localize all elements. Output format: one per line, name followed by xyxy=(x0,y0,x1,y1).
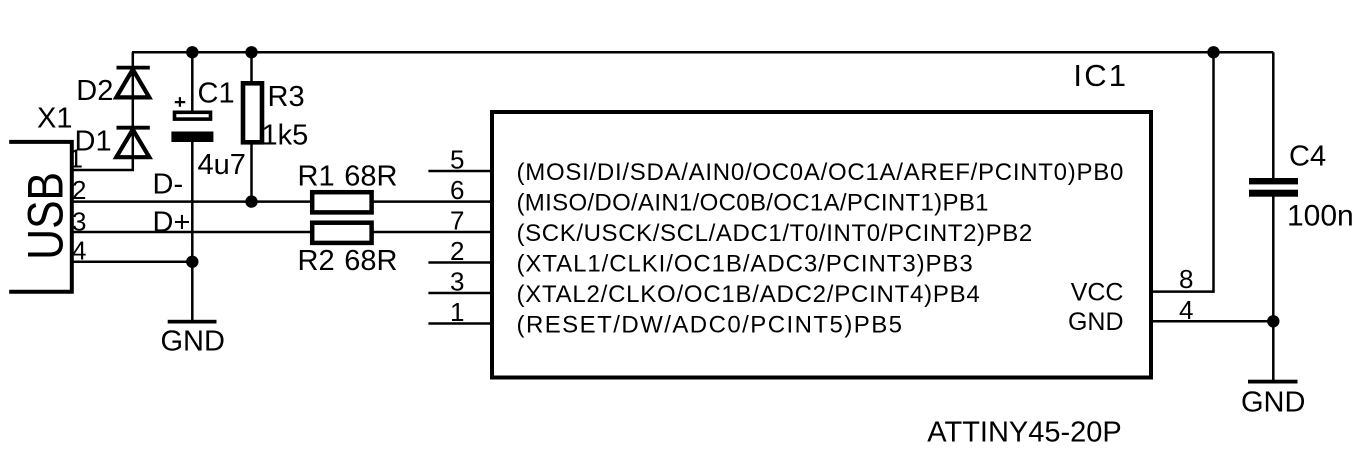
svg-text:C1: C1 xyxy=(198,77,235,109)
svg-text:4: 4 xyxy=(1179,295,1193,325)
svg-text:(XTAL1/CLKI/OC1B/ADC3/PCINT3)P: (XTAL1/CLKI/OC1B/ADC3/PCINT3)PB3 xyxy=(517,250,974,277)
svg-text:ATTINY45-20P: ATTINY45-20P xyxy=(927,417,1121,449)
svg-text:(MISO/DO/AIN1/OC0B/OC1A/PCINT1: (MISO/DO/AIN1/OC0B/OC1A/PCINT1)PB1 xyxy=(517,189,989,216)
svg-text:VCC: VCC xyxy=(1071,278,1124,306)
svg-text:GND: GND xyxy=(1241,387,1305,419)
svg-text:D1: D1 xyxy=(75,126,112,158)
svg-text:7: 7 xyxy=(450,205,464,235)
svg-text:6: 6 xyxy=(450,175,464,205)
svg-text:R3: R3 xyxy=(268,81,305,113)
svg-text:8: 8 xyxy=(1179,264,1193,294)
svg-text:D-: D- xyxy=(153,169,184,201)
svg-text:D+: D+ xyxy=(153,207,191,239)
svg-text:C4: C4 xyxy=(1289,141,1326,173)
svg-text:2: 2 xyxy=(72,175,86,205)
svg-text:(XTAL2/CLKO/OC1B/ADC2/PCINT4)P: (XTAL2/CLKO/OC1B/ADC2/PCINT4)PB4 xyxy=(517,281,981,308)
svg-text:USB: USB xyxy=(17,172,73,260)
svg-text:X1: X1 xyxy=(37,103,72,135)
svg-text:1: 1 xyxy=(69,144,83,174)
svg-text:(SCK/USCK/SCL/ADC1/T0/INT0/PCI: (SCK/USCK/SCL/ADC1/T0/INT0/PCINT2)PB2 xyxy=(517,220,1033,247)
svg-text:D2: D2 xyxy=(76,75,113,107)
svg-text:GND: GND xyxy=(161,326,225,358)
svg-text:1k5: 1k5 xyxy=(262,120,309,152)
svg-text:68R: 68R xyxy=(344,160,397,192)
svg-text:4u7: 4u7 xyxy=(198,149,246,181)
svg-text:2: 2 xyxy=(450,236,464,266)
svg-text:5: 5 xyxy=(450,144,464,174)
svg-text:3: 3 xyxy=(450,266,464,296)
svg-text:1: 1 xyxy=(450,297,464,327)
svg-text:R1: R1 xyxy=(298,160,335,192)
svg-text:68R: 68R xyxy=(344,245,397,277)
svg-text:100n: 100n xyxy=(1287,199,1354,232)
svg-text:(MOSI/DI/SDA/AIN0/OC0A/OC1A/AR: (MOSI/DI/SDA/AIN0/OC0A/OC1A/AREF/PCINT0)… xyxy=(517,159,1125,186)
svg-text:3: 3 xyxy=(72,207,86,237)
svg-text:(RESET/DW/ADC0/PCINT5)PB5: (RESET/DW/ADC0/PCINT5)PB5 xyxy=(517,311,904,338)
svg-text:4: 4 xyxy=(72,236,86,266)
svg-text:R2: R2 xyxy=(298,245,335,277)
svg-text:IC1: IC1 xyxy=(1073,58,1128,93)
svg-text:GND: GND xyxy=(1068,308,1124,336)
